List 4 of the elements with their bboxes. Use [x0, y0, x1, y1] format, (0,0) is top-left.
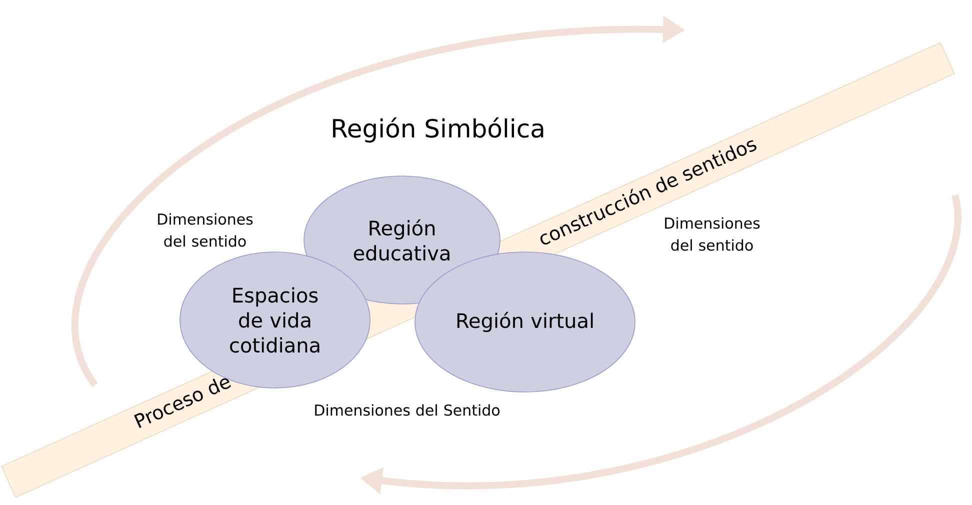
- title: Región Simbólica: [333, 117, 544, 143]
- label: Dimensiones del Sentido: [315, 404, 500, 416]
- label: Dimensiones del sentido: [665, 217, 760, 251]
- label: Dimensiones del sentido: [158, 213, 253, 247]
